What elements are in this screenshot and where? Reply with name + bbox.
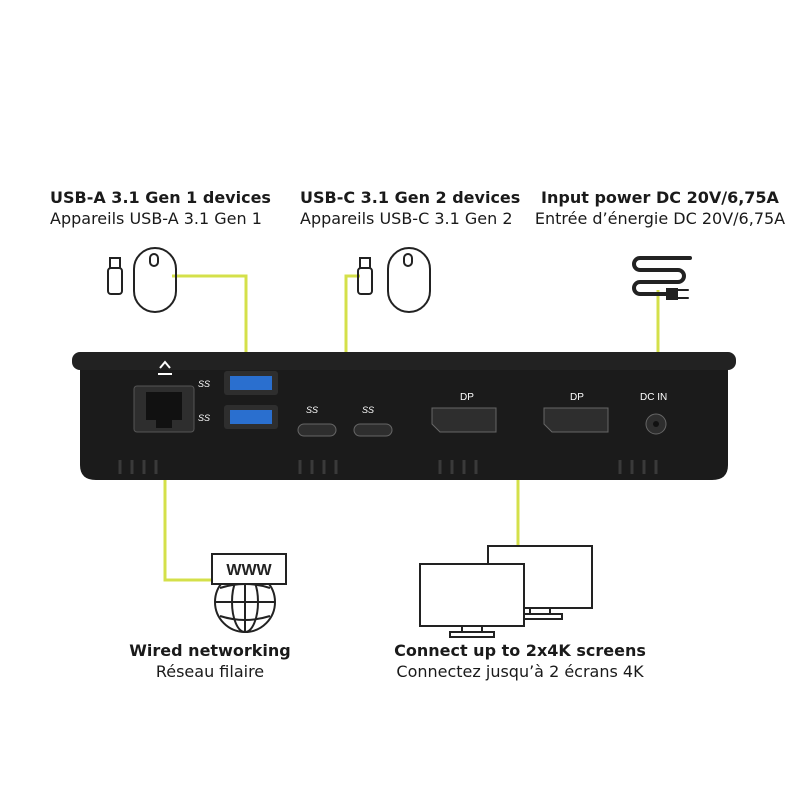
usb-stick-icon xyxy=(107,257,123,295)
mouse-icon xyxy=(133,247,177,313)
dc-in-pin xyxy=(653,421,659,427)
usb-c-port-2 xyxy=(353,423,393,437)
screens-subtitle: Connectez jusqu’à 2 écrans 4K xyxy=(396,662,644,681)
vent-slots xyxy=(118,460,658,474)
network-connector-line xyxy=(163,432,212,582)
usb-ss-logo-4: SS xyxy=(362,405,374,415)
usb-c-port-1 xyxy=(297,423,337,437)
screens-title: Connect up to 2x4K screens xyxy=(394,641,646,660)
dp-port-right xyxy=(543,407,609,433)
network-title: Wired networking xyxy=(129,641,291,660)
dc-in-label: DC IN xyxy=(640,392,667,403)
docking-station: SS SS SS SS DP DP DC IN xyxy=(72,352,736,480)
network-label: Wired networking Réseau filaire xyxy=(110,641,310,683)
mouse-icon-2 xyxy=(387,247,431,313)
power-cable-icon xyxy=(632,256,692,300)
www-text: WWW xyxy=(226,562,272,579)
power-label: Input power DC 20V/6,75A Entrée d’énergi… xyxy=(530,188,790,230)
usb-a-port-bottom xyxy=(224,405,278,429)
usb-ss-logo-1: SS xyxy=(198,379,210,389)
dp-label-left: DP xyxy=(460,392,474,403)
dp-port-left xyxy=(431,407,497,433)
usb-a-title: USB-A 3.1 Gen 1 devices xyxy=(50,188,271,207)
usb-ss-logo-3: SS xyxy=(306,405,318,415)
ethernet-port xyxy=(133,360,195,433)
usb-c-subtitle: Appareils USB-C 3.1 Gen 2 xyxy=(300,209,513,228)
usb-ss-logo-2: SS xyxy=(198,413,210,423)
screens-label: Connect up to 2x4K screens Connectez jus… xyxy=(370,641,670,683)
power-subtitle: Entrée d’énergie DC 20V/6,75A xyxy=(534,209,786,228)
network-subtitle: Réseau filaire xyxy=(155,662,265,681)
usb-stick-icon-2 xyxy=(357,257,373,295)
usb-c-label: USB-C 3.1 Gen 2 devices Appareils USB-C … xyxy=(300,188,521,230)
usb-a-port-top xyxy=(224,371,278,395)
usb-a-connector-line xyxy=(172,274,248,370)
power-title: Input power DC 20V/6,75A xyxy=(541,188,779,207)
usb-c-title: USB-C 3.1 Gen 2 devices xyxy=(300,188,521,207)
usb-a-subtitle: Appareils USB-A 3.1 Gen 1 xyxy=(50,209,262,228)
www-sign: WWW xyxy=(211,553,287,585)
usb-a-label: USB-A 3.1 Gen 1 devices Appareils USB-A … xyxy=(50,188,271,230)
dp-label-right: DP xyxy=(570,392,584,403)
network-icon xyxy=(158,360,172,375)
monitor-icon-front xyxy=(419,563,525,638)
